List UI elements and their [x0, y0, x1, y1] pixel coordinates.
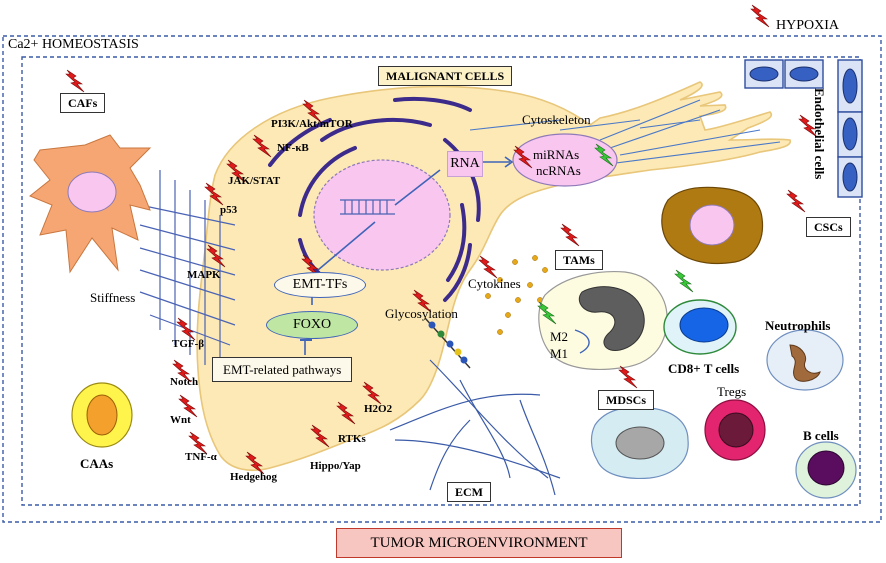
m2-label: M2	[550, 329, 569, 344]
signal-rtks-label: RTKs	[338, 433, 366, 445]
glycosylation-chain	[424, 317, 471, 369]
signal-jak-label: JAK/STAT	[228, 175, 281, 187]
malignant-cells-label: MALIGNANT CELLS	[378, 66, 513, 86]
ncrnas-label: ncRNAs	[536, 163, 581, 178]
signal-tgfb-label: TGF-β	[172, 338, 205, 350]
ecm-label: ECM	[447, 482, 491, 502]
tregs-label: Tregs	[717, 384, 747, 399]
caa-nucleus	[86, 394, 118, 436]
tam-cell	[538, 271, 668, 370]
signal-tnfa-label: TNF-α	[185, 451, 217, 463]
cd8-nucleus	[679, 307, 729, 343]
signal-pi3k-label: PI3K/Akt/mTOR	[271, 118, 353, 130]
emt-tfs-label: EMT-TFs	[274, 272, 366, 298]
endothelial-nuclei	[749, 66, 858, 192]
neutrophils-label: Neutrophils	[765, 318, 831, 333]
organelle-arcs	[268, 96, 481, 302]
signal-p53-label: p53	[220, 204, 238, 216]
signal-nfkb-label: NF-κB	[277, 142, 309, 154]
signal-hedgehog-label: Hedgehog	[230, 471, 278, 483]
mdscs-label: MDSCs	[598, 390, 655, 410]
signal-h2o2-label: H2O2	[364, 403, 393, 415]
csc-nucleus	[689, 204, 735, 246]
mirnas-label: miRNAs	[533, 147, 580, 162]
caf-nucleus	[67, 171, 117, 213]
b-cells-label: B cells	[803, 428, 839, 443]
foxo-label: FOXO	[266, 311, 358, 339]
cytoskeleton-label: Cytoskeleton	[522, 112, 591, 127]
nucleus	[313, 159, 451, 271]
tumor-microenvironment-label: TUMOR MICROENVIRONMENT	[336, 528, 622, 558]
tam-nucleus	[578, 286, 645, 351]
cytokine-dots	[485, 255, 548, 335]
signal-mapk-label: MAPK	[187, 269, 221, 281]
mirna-vesicle	[512, 133, 618, 187]
glycosylation-label: Glycosylation	[385, 306, 458, 321]
treg-nucleus	[718, 412, 754, 448]
signal-wnt-label: Wnt	[170, 414, 191, 426]
emt-related-pathways-box: EMT-related pathways	[212, 357, 353, 382]
mdsc-nucleus	[615, 426, 665, 460]
stiffness-label: Stiffness	[90, 290, 136, 305]
outer-border	[2, 35, 882, 523]
caas-label: CAAs	[80, 456, 114, 471]
b-cell-nucleus	[807, 450, 845, 486]
neutrophil-nucleus	[789, 344, 821, 382]
signal-hippo-label: Hippo/Yap	[310, 460, 361, 472]
signal-notch-label: Notch	[170, 376, 199, 388]
cd8-t-cells-label: CD8+ T cells	[668, 361, 740, 376]
ecm-fibers	[389, 359, 561, 496]
inner-border	[21, 56, 861, 506]
cscs-label: CSCs	[806, 217, 851, 237]
hypoxia-label: HYPOXIA	[776, 18, 839, 33]
cafs-label: CAFs	[60, 93, 106, 113]
endothelial-cells-label: Endothelial cells	[812, 88, 827, 180]
m1-label: M1	[550, 346, 569, 361]
tams-label: TAMs	[555, 250, 603, 270]
cytoskeleton-fibers	[469, 99, 781, 166]
cytokines-label: Cytokines	[468, 276, 521, 291]
dna-helix-icon	[340, 199, 395, 215]
m2-m1-arrow	[574, 329, 590, 354]
rna-label: RNA	[447, 151, 483, 177]
ca-homeostasis-label: Ca2+ HOMEOSTASIS	[8, 37, 139, 52]
